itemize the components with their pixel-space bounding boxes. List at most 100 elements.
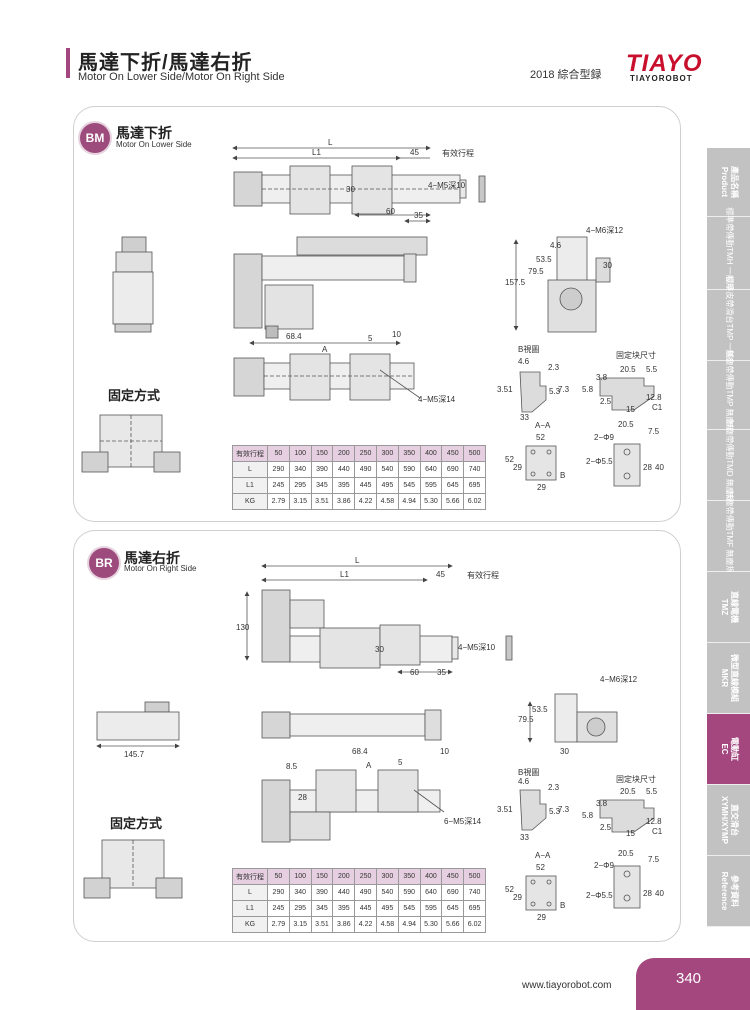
page-title: 馬達下折/馬達右折 — [78, 52, 253, 74]
dim-bm-60: 60 — [386, 207, 395, 216]
svg-text:52: 52 — [505, 885, 514, 894]
footer-url[interactable]: www.tiayorobot.com — [522, 980, 612, 991]
side-tab-tmd[interactable]: 無塵帶傳動TMD 無塵規格 — [707, 419, 750, 511]
side-tab-tmf[interactable]: 無塵帶傳動TMF 無塵規格 — [707, 491, 750, 581]
section-bm-badge: BM — [80, 123, 110, 153]
dim-br-35: 35 — [437, 668, 446, 677]
svg-text:A−A: A−A — [535, 421, 551, 430]
svg-text:5.5: 5.5 — [646, 365, 658, 374]
svg-text:2−Φ5.5: 2−Φ5.5 — [586, 457, 613, 466]
svg-text:33: 33 — [520, 833, 529, 842]
svg-text:5.3: 5.3 — [549, 387, 561, 396]
svg-text:4.6: 4.6 — [518, 777, 530, 786]
section-br-fix-label: 固定方式 — [110, 816, 163, 831]
section-br-subtitle: Motor On Right Side — [124, 564, 197, 573]
dim-br-L1: L1 — [340, 570, 349, 579]
dim-br-30b: 30 — [560, 747, 569, 756]
side-tab-tmh[interactable]: 標準帶傳動TMH 一般規格 — [707, 207, 750, 299]
svg-text:52: 52 — [505, 455, 514, 464]
side-tab-tmp-clean[interactable]: 無塵帶傳動TMP 無塵規格 — [707, 350, 750, 440]
svg-text:28: 28 — [643, 889, 652, 898]
svg-text:5.8: 5.8 — [582, 811, 594, 820]
dim-br-45: 45 — [436, 570, 445, 579]
svg-text:33: 33 — [520, 413, 529, 422]
section-bm-subtitle: Motor On Lower Side — [116, 140, 192, 149]
svg-text:29: 29 — [513, 463, 522, 472]
dim-bm-A: A — [322, 345, 328, 354]
dim-br-68-4: 68.4 — [352, 747, 368, 756]
svg-text:15: 15 — [626, 829, 635, 838]
page-number: 340 — [676, 970, 702, 987]
svg-text:20.5: 20.5 — [620, 365, 636, 374]
svg-text:7.5: 7.5 — [648, 427, 660, 436]
svg-text:20.5: 20.5 — [618, 849, 634, 858]
dim-bm-m5: 4−M5深10 — [428, 181, 466, 190]
svg-text:2−Φ9: 2−Φ9 — [594, 861, 615, 870]
dim-bm-m5b: 4−M5深14 — [418, 395, 456, 404]
dim-br-30: 30 — [375, 645, 384, 654]
svg-text:B: B — [560, 471, 565, 480]
svg-text:2.3: 2.3 — [548, 783, 560, 792]
dim-bm-L1: L1 — [312, 148, 321, 157]
svg-text:20.5: 20.5 — [620, 787, 636, 796]
svg-text:15: 15 — [626, 405, 635, 414]
dim-br-53-5: 53.5 — [532, 705, 548, 714]
dim-br-79-5: 79.5 — [518, 715, 534, 724]
dim-bm-35: 35 — [414, 211, 423, 220]
dim-bm-45: 45 — [410, 148, 419, 157]
svg-text:3.51: 3.51 — [497, 805, 513, 814]
dim-bm-68-4: 68.4 — [286, 332, 302, 341]
dim-bm-fixsize: 固定块尺寸 — [616, 350, 656, 360]
svg-text:52: 52 — [536, 863, 545, 872]
dim-br-28: 28 — [298, 793, 307, 802]
dim-br-10: 10 — [440, 747, 449, 756]
dim-bm-79-5: 79.5 — [528, 267, 544, 276]
dim-bm-30: 30 — [346, 185, 355, 194]
svg-text:3.51: 3.51 — [497, 385, 513, 394]
dim-br-m5b: 6−M5深14 — [444, 817, 482, 826]
header-accent-bar — [66, 48, 70, 78]
svg-text:5.5: 5.5 — [646, 787, 658, 796]
dim-bm-L: L — [328, 138, 333, 147]
brand-subtitle: TIAYOROBOT — [630, 74, 693, 83]
dim-br-A: A — [366, 761, 372, 770]
dim-bm-m6: 4−M6深12 — [586, 226, 624, 235]
svg-text:29: 29 — [537, 483, 546, 492]
dim-br-m5: 4−M5深10 — [458, 643, 496, 652]
svg-text:7.3: 7.3 — [558, 805, 570, 814]
dim-br-60: 60 — [410, 668, 419, 677]
dim-br-L: L — [355, 556, 360, 565]
section-br-title: 馬達右折 — [124, 550, 180, 566]
svg-text:3.8: 3.8 — [596, 799, 608, 808]
svg-text:40: 40 — [655, 463, 664, 472]
dim-bm-4-6: 4.6 — [550, 241, 562, 250]
svg-text:C1: C1 — [652, 403, 663, 412]
section-br-badge: BR — [89, 548, 119, 578]
svg-text:2−Φ9: 2−Φ9 — [594, 433, 615, 442]
dim-bm-10: 10 — [392, 330, 401, 339]
svg-text:7.3: 7.3 — [558, 385, 570, 394]
dim-br-5: 5 — [398, 758, 403, 767]
svg-text:5.3: 5.3 — [549, 807, 561, 816]
svg-text:12.8: 12.8 — [646, 393, 662, 402]
page-subtitle: Motor On Lower Side/Motor On Right Side — [78, 71, 285, 83]
brand-logo: TIAYO — [626, 50, 703, 77]
section-bm-fix-label: 固定方式 — [108, 388, 161, 403]
svg-text:C1: C1 — [652, 827, 663, 836]
side-tab-tmp[interactable]: 標準皮帶滑台TMP 一般規格 — [707, 276, 750, 374]
dim-bm-157-5: 157.5 — [505, 278, 526, 287]
